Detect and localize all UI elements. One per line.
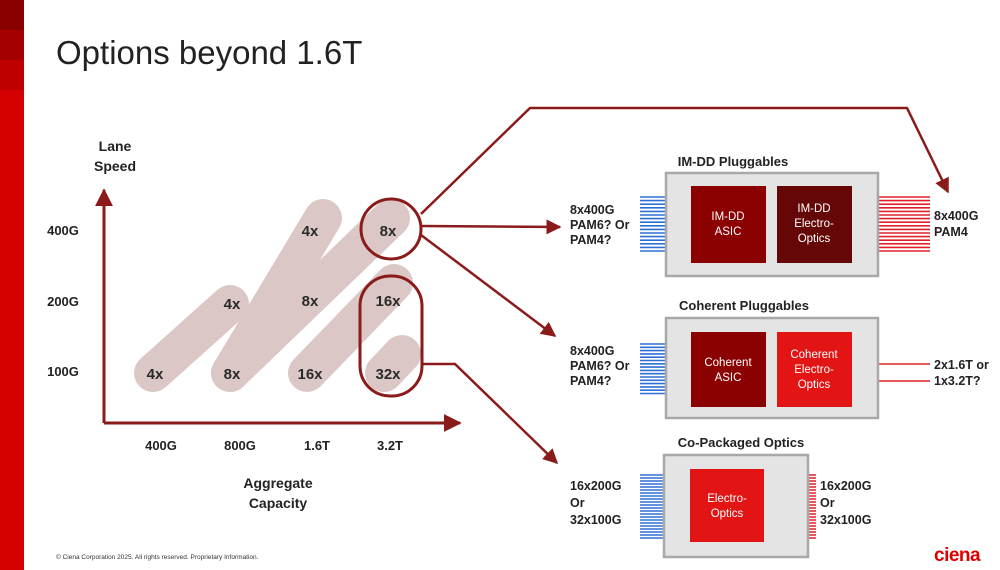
arrow-to-imdd-output: [420, 106, 950, 215]
cell-16x-100g: 16x: [297, 366, 323, 383]
cpo-title: Co-Packaged Optics: [678, 435, 804, 450]
imdd-asic-line2: ASIC: [715, 226, 742, 238]
pill-4x: [134, 285, 249, 392]
x-tick-800g: 800G: [224, 438, 256, 453]
coherent-asic-line1: Coherent: [704, 357, 752, 369]
cpo-out-line2: Or: [820, 496, 835, 510]
imdd-in-line3: PAM4?: [570, 233, 611, 247]
page-title: Options beyond 1.6T: [56, 34, 363, 71]
pill-32x: [365, 335, 421, 392]
cell-32x-100g: 32x: [375, 366, 401, 383]
y-tick-200g: 200G: [47, 294, 79, 309]
imdd-out-line1: 8x400G: [934, 209, 978, 223]
footer-copyright: © Ciena Corporation 2025. All rights res…: [56, 554, 259, 561]
imdd-out-line2: PAM4: [934, 225, 968, 239]
imdd-optics-line3: Optics: [798, 233, 831, 245]
highlight-3-2t-oval: [358, 274, 424, 398]
coherent-out-line2: 1x3.2T?: [934, 374, 981, 388]
imdd-asic-line1: IM-DD: [711, 211, 744, 223]
side-block-3: [0, 60, 24, 90]
coherent-asic-box: [691, 332, 766, 407]
cpo-out-line1: 16x200G: [820, 479, 871, 493]
x-tick-3-2t: 3.2T: [377, 438, 403, 453]
y-tick-100g: 100G: [47, 364, 79, 379]
cell-16x-200g: 16x: [375, 293, 401, 310]
cpo-optics-line2: Optics: [711, 508, 744, 520]
connectors: [420, 106, 950, 465]
coherent-out-line1: 2x1.6T or: [934, 358, 989, 372]
cpo-optics-line1: Electro-: [707, 493, 747, 505]
arrow-to-coherent: [420, 234, 557, 337]
pill-16x: [288, 264, 413, 392]
coherent-optics-line3: Optics: [798, 379, 831, 391]
arrow-to-cpo: [422, 362, 559, 465]
coherent-optics-box: [777, 332, 852, 407]
x-axis-label-1: Aggregate: [243, 475, 312, 491]
y-axis-label-2: Speed: [94, 158, 136, 174]
cpo-out-line3: 32x100G: [820, 513, 871, 527]
cpo-in-line1: 16x200G: [570, 479, 621, 493]
imdd-in-line2: PAM6? Or: [570, 218, 630, 232]
y-axis-label-1: Lane: [99, 138, 132, 154]
cell-4x-200g: 4x: [224, 296, 241, 313]
x-tick-1-6t: 1.6T: [304, 438, 330, 453]
imdd-in-line1: 8x400G: [570, 203, 614, 217]
cpo-in-line2: Or: [570, 496, 585, 510]
imdd-pluggables: IM-DD Pluggables IM-DD ASIC IM-DD Electr…: [570, 154, 978, 278]
imdd-optics-box: [777, 186, 852, 263]
coherent-pluggables: Coherent Pluggables Coherent ASIC Cohere…: [570, 298, 989, 420]
cell-4x-400g: 4x: [302, 223, 319, 240]
x-tick-400g: 400G: [145, 438, 177, 453]
ciena-logo: ciena: [934, 545, 981, 566]
coherent-asic-line2: ASIC: [715, 372, 742, 384]
axes: Lane Speed 400G 200G 100G 400G 800G 1.6T…: [47, 138, 462, 511]
co-packaged-optics: Co-Packaged Optics Electro- Optics 16x20…: [570, 435, 871, 559]
side-block-2: [0, 30, 24, 60]
highlight-8x-circle: [359, 197, 423, 261]
cell-8x-100g: 8x: [224, 366, 241, 383]
coherent-in-line1: 8x400G: [570, 344, 614, 358]
x-axis-label-2: Capacity: [249, 495, 308, 511]
side-block-1: [0, 0, 24, 30]
y-tick-400g: 400G: [47, 223, 79, 238]
coherent-in-line2: PAM6? Or: [570, 359, 630, 373]
cpo-in-line3: 32x100G: [570, 513, 621, 527]
imdd-optics-line1: IM-DD: [797, 203, 830, 215]
coherent-optics-line1: Coherent: [790, 349, 838, 361]
imdd-optics-line2: Electro-: [794, 218, 834, 230]
cell-8x-200g: 8x: [302, 293, 319, 310]
coherent-in-line3: PAM4?: [570, 374, 611, 388]
coherent-optics-line2: Electro-: [794, 364, 834, 376]
cell-8x-400g: 8x: [380, 223, 397, 240]
imdd-title: IM-DD Pluggables: [678, 154, 789, 169]
arrow-to-imdd: [420, 219, 562, 235]
grid-cells: 4x 4x 4x 8x 8x 8x 16x 16x 32x: [147, 223, 402, 383]
imdd-asic-box: [691, 186, 766, 263]
coherent-title: Coherent Pluggables: [679, 298, 809, 313]
cell-4x-100g: 4x: [147, 366, 164, 383]
side-accent-bar: [0, 0, 24, 570]
cpo-optics-box: [690, 469, 764, 542]
